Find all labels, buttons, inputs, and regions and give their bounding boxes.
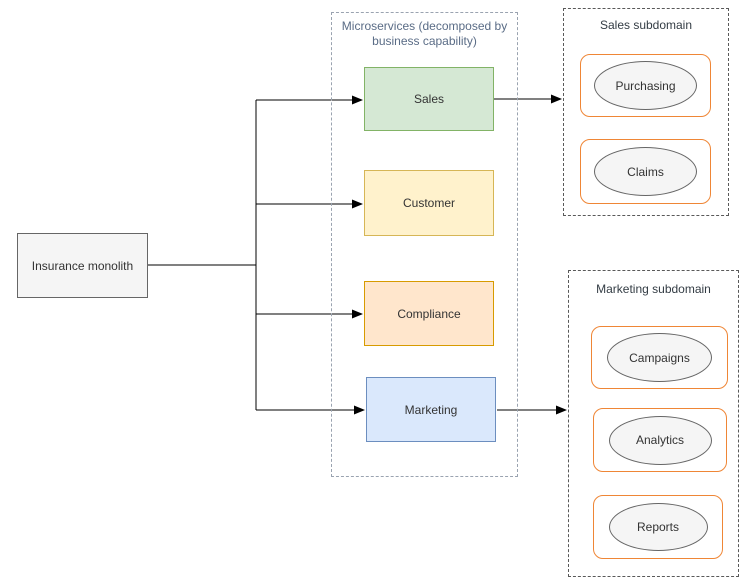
group-marketing-subdomain-title: Marketing subdomain — [596, 282, 711, 296]
capability-analytics-label: Analytics — [635, 433, 685, 447]
capability-claims: Claims — [580, 139, 711, 204]
capability-purchasing: Purchasing — [580, 54, 711, 117]
group-microservices-title: Microservices (decomposed by business ca… — [341, 19, 508, 48]
node-sales-label: Sales — [413, 92, 445, 106]
capability-reports-label: Reports — [636, 520, 680, 534]
group-marketing-subdomain: Marketing subdomain Campaigns Analytics … — [568, 270, 739, 577]
group-microservices: Microservices (decomposed by business ca… — [331, 12, 518, 477]
node-insurance-monolith: Insurance monolith — [17, 233, 148, 298]
ellipse-reports: Reports — [608, 503, 708, 551]
node-compliance-label: Compliance — [397, 306, 461, 321]
capability-claims-label: Claims — [627, 164, 664, 179]
node-customer-label: Customer — [402, 196, 455, 210]
node-customer: Customer — [364, 170, 494, 236]
capability-analytics: Analytics — [593, 408, 727, 472]
capability-campaigns: Campaigns — [591, 326, 728, 389]
node-insurance-monolith-label: Insurance monolith — [31, 258, 134, 273]
ellipse-purchasing: Purchasing — [594, 61, 697, 110]
ellipse-analytics: Analytics — [608, 415, 712, 465]
node-marketing-label: Marketing — [404, 402, 458, 417]
node-compliance: Compliance — [364, 281, 494, 346]
node-marketing: Marketing — [366, 377, 496, 442]
capability-purchasing-label: Purchasing — [615, 78, 676, 93]
group-sales-subdomain-title: Sales subdomain — [599, 18, 693, 32]
capability-reports: Reports — [593, 495, 723, 559]
ellipse-campaigns: Campaigns — [607, 333, 712, 382]
ellipse-claims: Claims — [594, 147, 697, 196]
group-sales-subdomain: Sales subdomain Purchasing Claims — [563, 8, 729, 216]
node-sales: Sales — [364, 67, 494, 131]
capability-campaigns-label: Campaigns — [629, 350, 690, 365]
